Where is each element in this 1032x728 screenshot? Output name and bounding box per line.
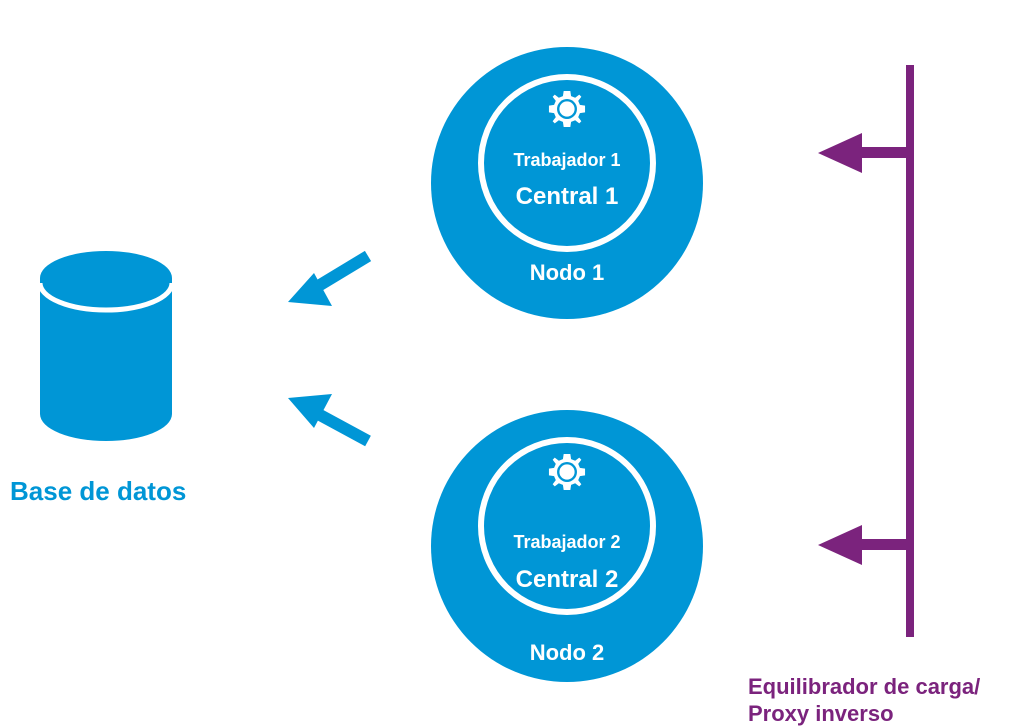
arrow-node1-to-database xyxy=(288,250,372,306)
node-1: Trabajador 1 Central 1 Nodo 1 xyxy=(431,47,703,319)
arrow-node2-to-database xyxy=(288,394,371,447)
central-1-ring xyxy=(478,74,656,252)
node-2-label: Nodo 2 xyxy=(530,640,605,665)
gear-icon xyxy=(548,90,586,128)
node-2: Trabajador 2 Central 2 Nodo 2 xyxy=(431,410,703,682)
node-1-label: Nodo 1 xyxy=(530,260,605,285)
database-icon xyxy=(37,251,175,441)
worker-2-label: Trabajador 2 xyxy=(513,532,620,552)
central-1-label: Central 1 xyxy=(516,183,619,210)
central-2-label: Central 2 xyxy=(516,566,619,593)
load-balancer-label-line2: Proxy inverso xyxy=(748,701,894,726)
load-balancer-label-line1: Equilibrador de carga/ xyxy=(748,674,980,699)
load-balancer xyxy=(818,65,914,637)
central-2-ring xyxy=(478,437,656,615)
arrow-balancer-to-node-2 xyxy=(818,525,908,565)
load-balancer-bus xyxy=(906,65,914,637)
arrow-balancer-to-node-1 xyxy=(818,133,908,173)
worker-1-label: Trabajador 1 xyxy=(513,150,620,170)
database-label: Base de datos xyxy=(10,476,186,506)
gear-icon xyxy=(548,453,586,491)
